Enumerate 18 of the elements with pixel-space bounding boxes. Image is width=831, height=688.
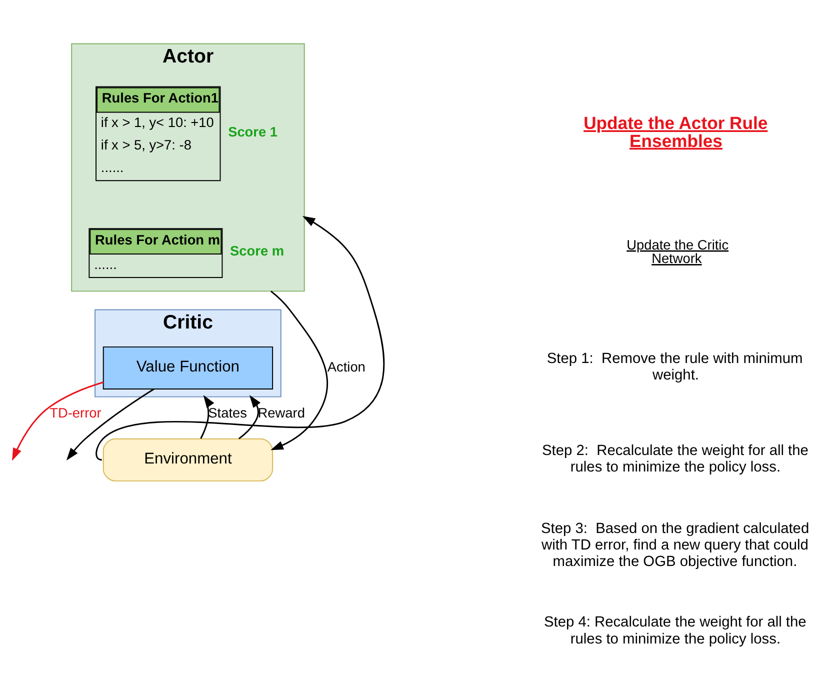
node-box: Environment [102, 438, 274, 482]
edge-label: TD-error [50, 406, 102, 421]
edge-label: Reward [258, 406, 305, 421]
label: Update the Critic Network [626, 237, 729, 266]
arrow [270, 290, 328, 450]
label: Step 1: Remove the rule with minimum weight. [546, 351, 803, 384]
node-label: Score 1 [228, 124, 278, 140]
arrow [238, 395, 261, 440]
label: Step 3: Based on the gradient calculated with TD error, find a new query that could maximize the OGB objective function. [541, 520, 810, 570]
arrow [200, 394, 214, 439]
label: Step 2: Recalculate the weight for all the rules to minimize the policy loss. [542, 443, 808, 476]
edge-label: States [208, 406, 247, 421]
node-box: Value Function [102, 346, 274, 390]
node-label: Score m [230, 244, 284, 259]
label: Step 4: Recalculate the weight for all the rules to minimize the policy loss. [544, 614, 806, 648]
label: Update the Actor Rule Ensembles [584, 113, 768, 151]
arrow [96, 216, 385, 461]
edge-label: Action [327, 360, 366, 375]
